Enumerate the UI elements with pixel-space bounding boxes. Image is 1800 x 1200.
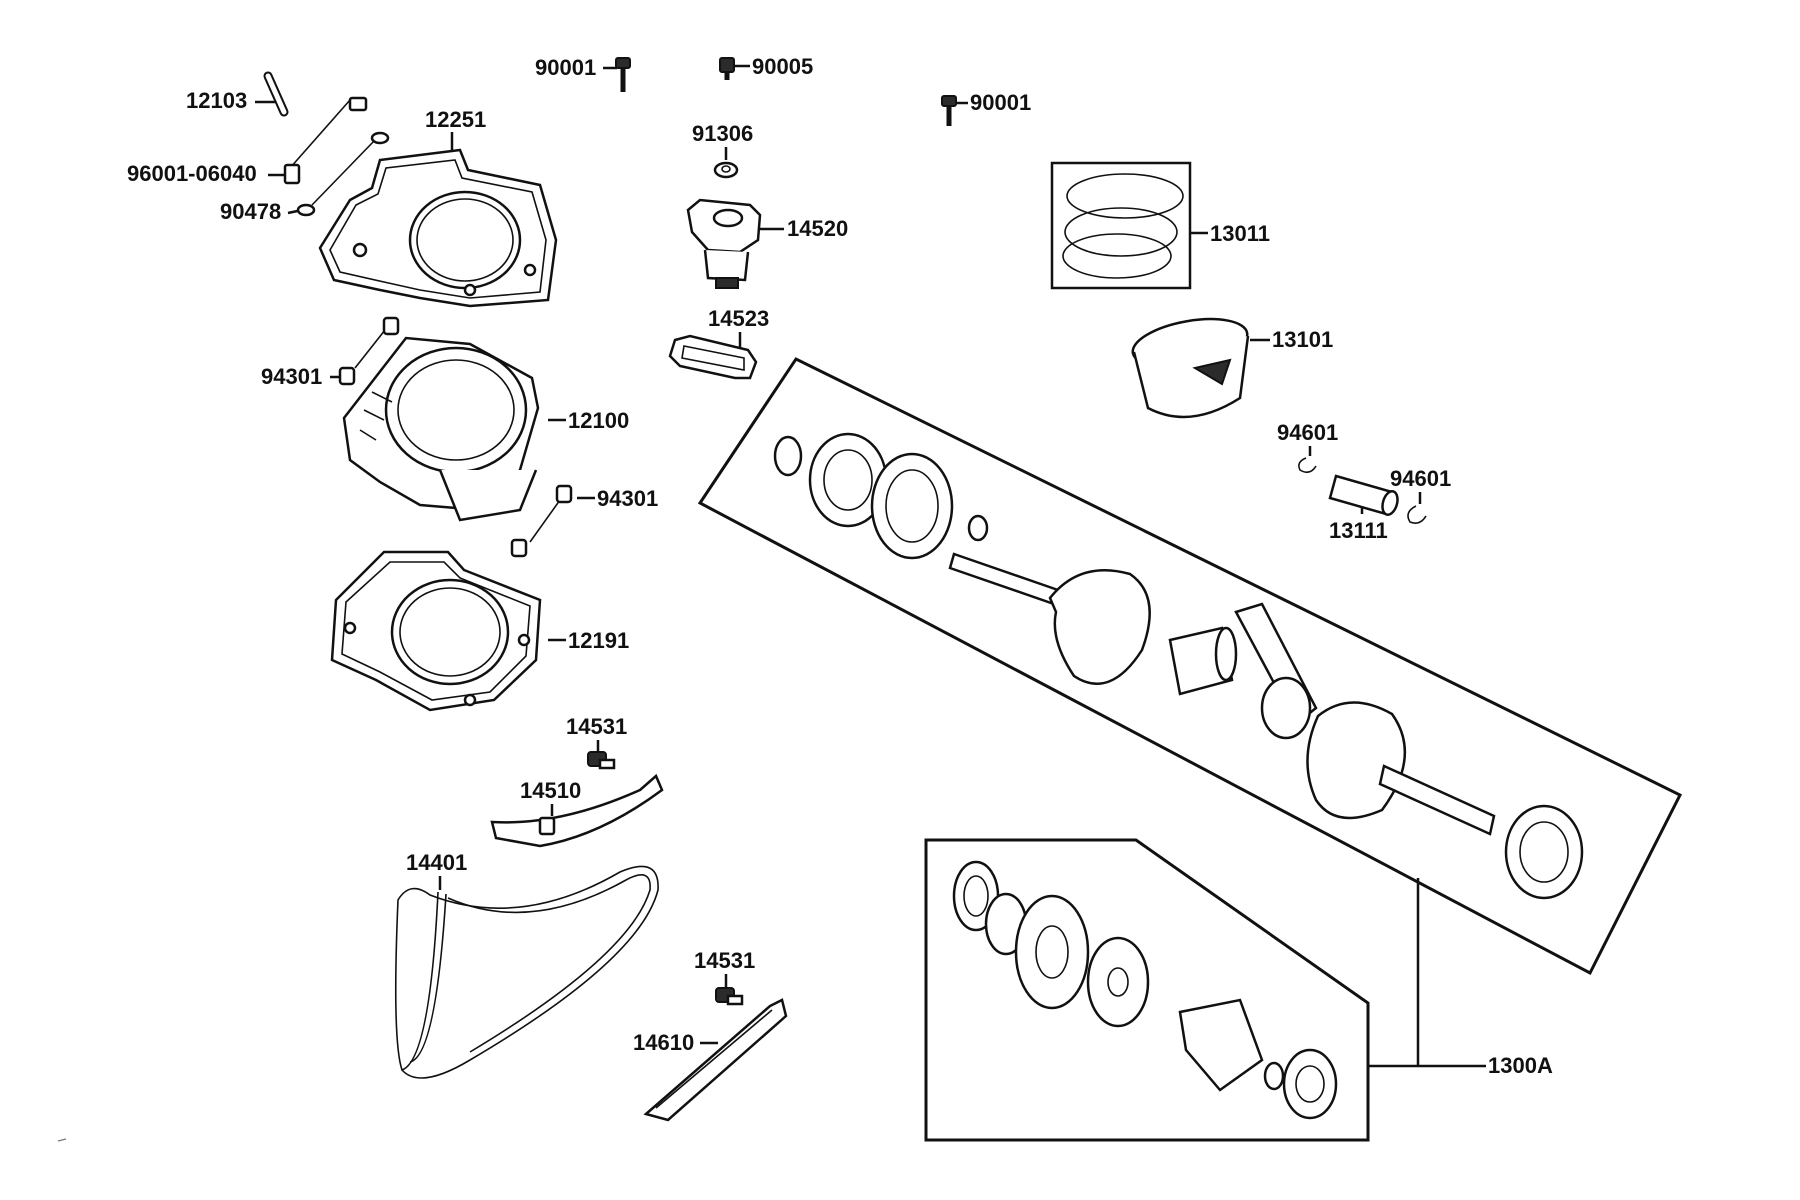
cylinder-head-gasket-12251 xyxy=(318,148,558,308)
callout-12100: 12100 xyxy=(568,408,629,433)
callout-94601-upper: 94601 xyxy=(1277,420,1338,445)
dowel-94301-upper xyxy=(338,316,400,386)
callout-1300A: 1300A xyxy=(1488,1053,1553,1078)
sub-assembly-parts xyxy=(952,860,1338,1120)
callout-90478: 90478 xyxy=(220,199,281,224)
cam-chain-14401 xyxy=(394,865,659,1079)
callout-14523: 14523 xyxy=(708,306,769,331)
piston-pin-13111 xyxy=(1328,474,1399,516)
piston-pin-clip-upper-94601 xyxy=(1298,457,1317,474)
cylinder-block-12100 xyxy=(342,336,540,522)
callout-90001-right: 90001 xyxy=(970,90,1031,115)
tensioner-gasket-14523 xyxy=(668,334,758,380)
callout-96001-06040: 96001-06040 xyxy=(127,161,257,186)
washer-90478 xyxy=(296,131,390,217)
stud-bolt-96001 xyxy=(283,96,368,185)
bolt-90001-right xyxy=(941,95,957,126)
callout-14531-lower: 14531 xyxy=(694,948,755,973)
cylinder-base-gasket-12191 xyxy=(330,550,542,712)
sub-assembly-frame xyxy=(924,838,1370,1142)
stray-mark xyxy=(57,1138,67,1142)
piston-13101 xyxy=(1131,317,1250,419)
crankshaft-assembly-parts xyxy=(773,432,1584,900)
nut-91306 xyxy=(713,161,739,179)
bolt-90001-left xyxy=(615,57,631,92)
chain-guide-14610 xyxy=(643,998,788,1122)
callout-90005: 90005 xyxy=(752,54,813,79)
callout-1300A-bracket xyxy=(1368,878,1432,1068)
crankshaft-assembly-frame xyxy=(697,357,1683,976)
callout-12251: 12251 xyxy=(425,107,486,132)
guide-bolt-14531-upper xyxy=(587,751,616,770)
callout-90001-left: 90001 xyxy=(535,55,596,80)
callout-14520: 14520 xyxy=(787,216,848,241)
callout-14510: 14510 xyxy=(520,778,581,803)
dowel-94301-lower xyxy=(510,484,573,558)
piston-ring-set-13011 xyxy=(1050,161,1192,290)
callout-13111: 13111 xyxy=(1329,518,1388,543)
guide-bolt-14531-lower xyxy=(715,987,744,1006)
callout-12191: 12191 xyxy=(568,628,629,653)
callout-12103: 12103 xyxy=(186,88,247,113)
tensioner-guide-14510 xyxy=(490,773,664,848)
callout-94301-upper: 94301 xyxy=(261,364,322,389)
callout-14531-upper: 14531 xyxy=(566,714,627,739)
piston-pin-clip-lower-94601 xyxy=(1407,505,1427,524)
chain-tensioner-14520 xyxy=(686,198,762,289)
callout-94301-lower: 94301 xyxy=(597,486,658,511)
callout-91306: 91306 xyxy=(692,121,753,146)
callout-13101: 13101 xyxy=(1272,327,1333,352)
bolt-90005 xyxy=(719,57,735,80)
callout-14401: 14401 xyxy=(406,850,467,875)
callout-94601-lower: 94601 xyxy=(1390,466,1451,491)
callout-13011: 13011 xyxy=(1210,221,1270,246)
callout-14610: 14610 xyxy=(633,1030,694,1055)
dowel-pin-12103 xyxy=(263,71,289,117)
